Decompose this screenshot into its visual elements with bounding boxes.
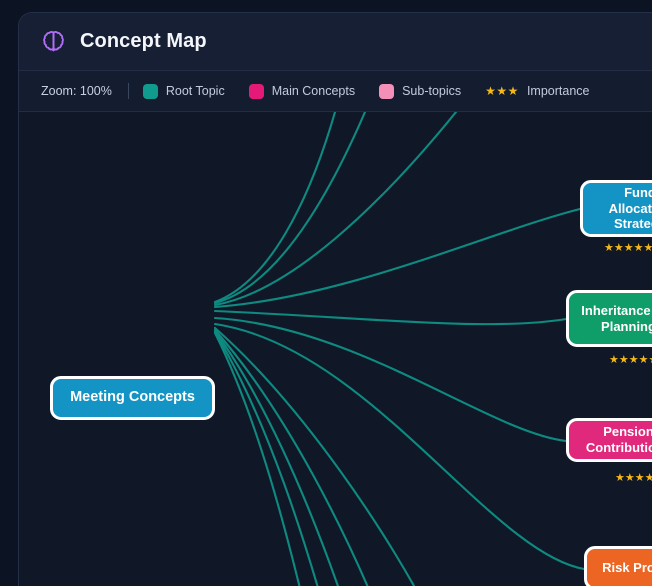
edge-to-fund-allocation (213, 207, 582, 309)
node-fund-allocation-strategy[interactable]: Fund Allocation Strategy (580, 180, 652, 237)
edge-down-3 (213, 329, 340, 586)
node-root-label: Meeting Concepts (70, 389, 195, 406)
node-label: Pension Contributions (585, 424, 652, 455)
node-risk-profiling[interactable]: Risk Profiling (584, 546, 652, 586)
edge-down-5 (213, 331, 301, 586)
edge-up-2 (213, 112, 367, 305)
node-rating-fund-allocation-strategy: ★★★★★★★★★ (604, 242, 652, 254)
edge-down-1 (213, 326, 416, 586)
legend-bar: Zoom: 100% Root Topic Main Concepts Sub-… (19, 71, 652, 112)
legend-swatch-sub-topics (379, 83, 395, 99)
legend-label-main-concepts: Main Concepts (271, 84, 356, 98)
edge-layer (213, 112, 586, 586)
legend-label-importance: Importance (526, 84, 590, 98)
concept-map-card: Concept Map Zoom: 100% Root Topic Main C… (18, 12, 652, 586)
node-inheritance-tax-planning[interactable]: Inheritance Tax Planning (566, 290, 652, 347)
card-header: Concept Map (19, 13, 652, 71)
legend-swatch-root-topic (142, 83, 158, 99)
edge-to-pension (213, 316, 568, 443)
legend-item-sub-topics: Sub-topics (379, 83, 462, 99)
concept-map-canvas[interactable]: Meeting Concepts Fund Allocation Strateg… (19, 112, 652, 586)
node-rating-pension-contributions: ★★★★★★★★ (615, 472, 652, 484)
legend-item-root-topic: Root Topic (142, 83, 225, 99)
edge-up-3 (213, 112, 458, 307)
node-label: Fund Allocation Strategy (608, 184, 652, 232)
legend-label-sub-topics: Sub-topics (402, 84, 462, 98)
legend-item-main-concepts: Main Concepts (248, 83, 356, 99)
edge-down-2 (213, 328, 369, 586)
node-rating-inheritance-tax-planning: ★★★★★★★★★ (609, 354, 652, 366)
node-label: Inheritance Tax Planning (581, 302, 652, 334)
edge-up-1 (213, 112, 337, 304)
edge-to-risk-profiling (213, 322, 586, 571)
node-label: Risk Profiling (602, 560, 652, 576)
legend-divider (127, 83, 129, 99)
zoom-level-label: Zoom: 100% (41, 84, 112, 98)
node-root[interactable]: Meeting Concepts (50, 376, 215, 420)
legend-label-root-topic: Root Topic (165, 84, 225, 98)
page-title: Concept Map (80, 30, 207, 52)
node-pension-contributions[interactable]: Pension Contributions (566, 418, 652, 462)
legend-swatch-main-concepts (248, 83, 264, 99)
edge-down-4 (213, 330, 319, 586)
legend-item-importance: ★★★ Importance (485, 84, 589, 98)
star-icon: ★★★ (485, 84, 519, 98)
brain-icon (43, 30, 64, 52)
edge-to-inheritance-tax (213, 309, 568, 326)
